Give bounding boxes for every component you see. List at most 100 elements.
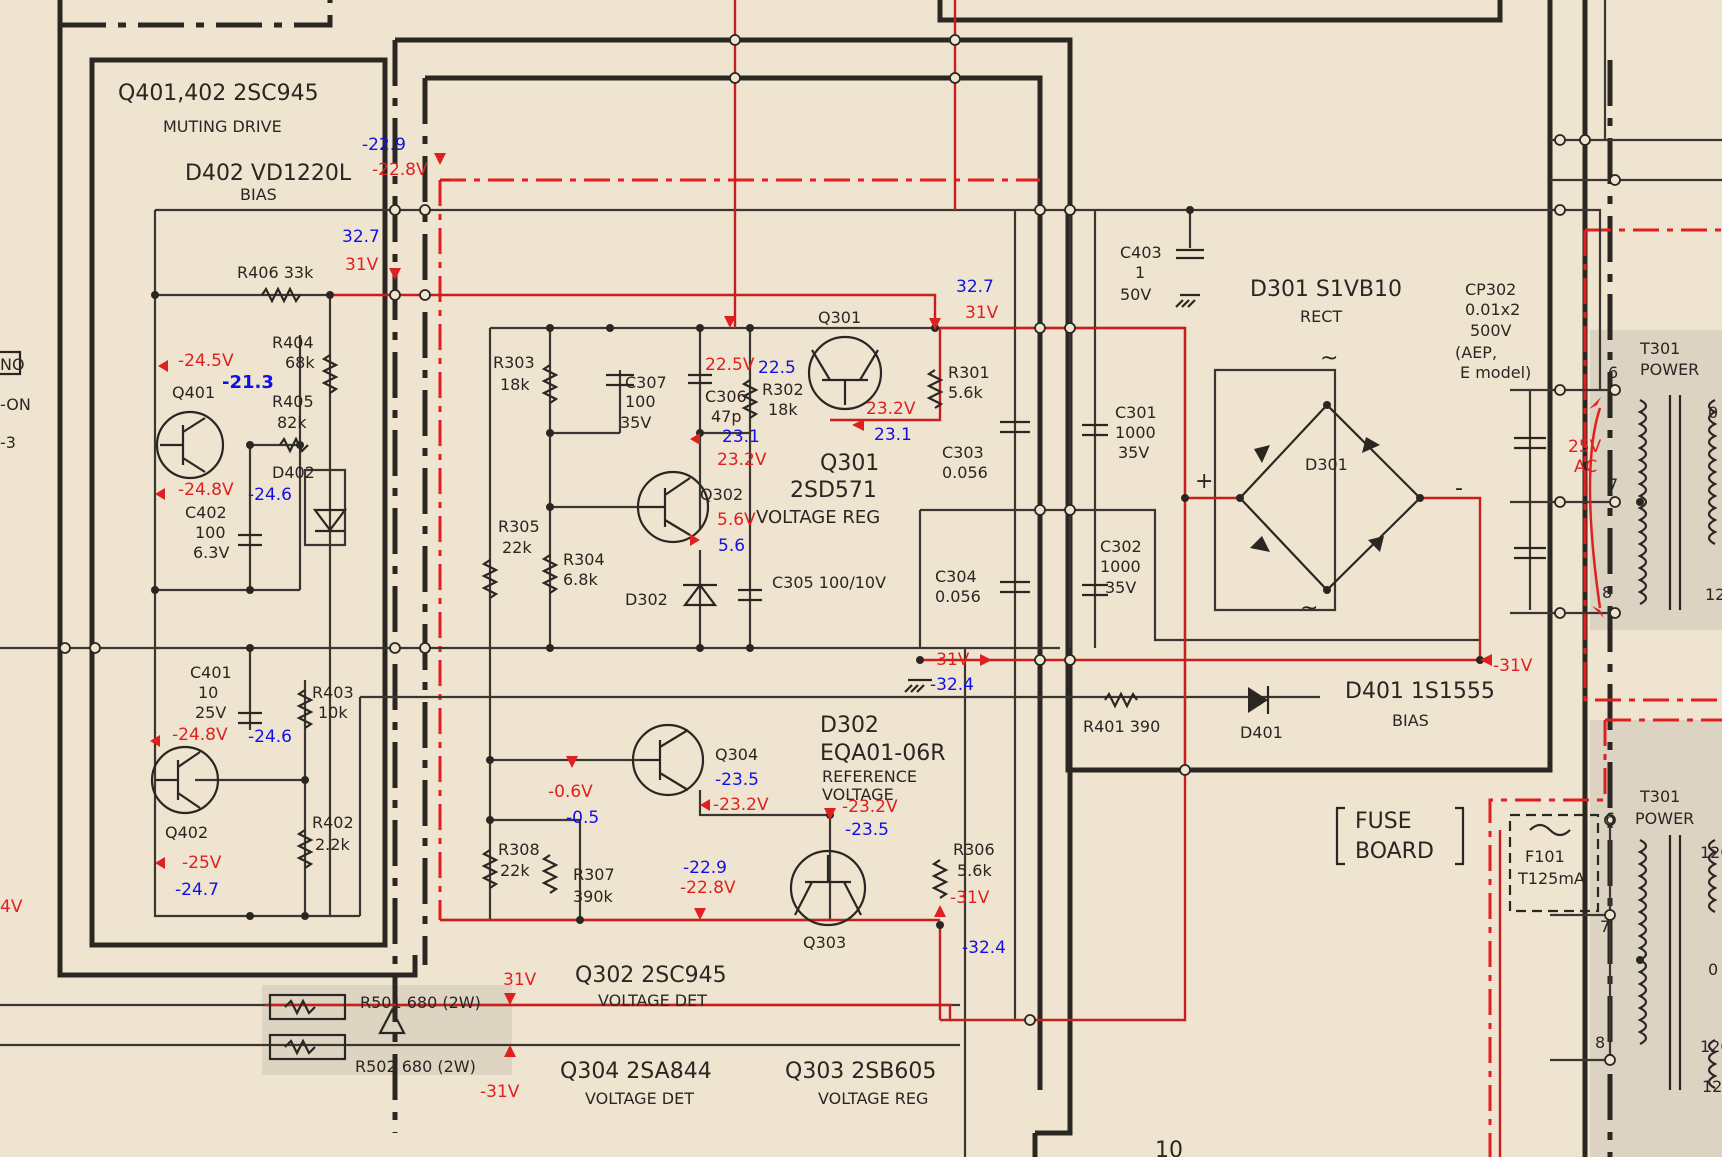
c305-symbol	[738, 588, 762, 602]
label-r502: R502 680 (2W)	[355, 1057, 476, 1076]
component-labels: R406 33k R404 68k R405 82k D402 C402 100…	[165, 243, 1618, 1076]
label-c301-b: 1000	[1115, 423, 1156, 442]
d401-title: D401 1S1555	[1345, 679, 1495, 704]
c307-symbol	[606, 373, 634, 387]
ground-symbols	[904, 293, 1200, 693]
t301-top-title: T301	[1639, 339, 1680, 358]
label-r402-b: 2.2k	[315, 835, 350, 854]
red-v1: -22.8V	[372, 160, 428, 180]
red-v14: -0.6V	[548, 782, 593, 802]
label-r301-b: 5.6k	[948, 383, 983, 402]
label-c403-c: 50V	[1120, 285, 1151, 304]
label-pin6b: 6	[1605, 809, 1615, 828]
q303-title: Q303 2SB605	[785, 1059, 936, 1084]
edge-no: NO	[0, 355, 25, 374]
c304-symbol	[1000, 580, 1030, 594]
label-ac-top: ~	[1320, 346, 1338, 371]
r301-symbol	[926, 369, 944, 409]
blue-b15: -23.5	[845, 820, 889, 840]
d301-bridge	[1238, 403, 1422, 592]
label-r404-b: 68k	[285, 353, 315, 372]
red-voltage-readings: -22.8V 31V -24.5V -24.8V -24.8V -25V 22.…	[172, 160, 1533, 1102]
label-q302: Q302	[700, 485, 743, 504]
label-r307-a: R307	[573, 865, 615, 884]
label-r406: R406 33k	[237, 263, 314, 282]
r308-symbol	[481, 849, 499, 889]
label-r405-a: R405	[272, 392, 314, 411]
red-v10: 5.6V	[717, 510, 756, 530]
label-q301: Q301	[818, 308, 861, 327]
label-r304-a: R304	[563, 550, 605, 569]
label-c403-b: 1	[1135, 263, 1145, 282]
label-c307-a: C307	[625, 373, 667, 392]
q401-transistor	[155, 410, 225, 480]
label-c304-a: C304	[935, 567, 977, 586]
label-r306-a: R306	[953, 840, 995, 859]
r501-r502-boxes	[268, 993, 406, 1061]
label-c303-b: 0.056	[942, 463, 988, 482]
label-r501: R501 680 (2W)	[360, 993, 481, 1012]
red-v15: -23.2V	[713, 795, 769, 815]
r306-symbol	[931, 859, 949, 899]
red-v20: -31V	[480, 1082, 520, 1102]
d301-title: D301 S1VB10	[1250, 277, 1402, 302]
d302-symbol	[682, 583, 718, 607]
r304-symbol	[541, 554, 559, 594]
t301-bottom-title: T301	[1639, 787, 1680, 806]
r305-symbol	[481, 559, 499, 599]
c303-symbol	[1000, 420, 1030, 434]
label-c304-b: 0.056	[935, 587, 981, 606]
cp302a-symbol	[1514, 436, 1546, 450]
label-c307-b: 100	[625, 392, 656, 411]
label-r307-b: 390k	[573, 887, 614, 906]
label-cp302-b: 0.01x2	[1465, 300, 1520, 319]
muting-subtitle: MUTING DRIVE	[163, 117, 282, 136]
label-c401-a: C401	[190, 663, 232, 682]
label-cp302-e: E model)	[1460, 363, 1531, 382]
wiring-red	[265, 0, 1502, 1157]
label-r401: R401 390	[1083, 717, 1160, 736]
label-c301-c: 35V	[1118, 443, 1149, 462]
label-c402-a: C402	[185, 503, 227, 522]
red-v7: 22.5V	[705, 355, 755, 375]
label-c305: C305 100/10V	[772, 573, 886, 592]
blue-b5: -24.6	[248, 727, 292, 747]
label-r402-a: R402	[312, 813, 354, 832]
label-r308-b: 22k	[500, 861, 530, 880]
label-c306-a: C306	[705, 387, 747, 406]
label-c403-a: C403	[1120, 243, 1162, 262]
q304-title: Q304 2SA844	[560, 1059, 712, 1084]
r406-symbol	[261, 286, 301, 304]
label-25v: 25V	[1568, 437, 1602, 457]
label-f101-a: F101	[1525, 847, 1565, 866]
blue-b12: -32.4	[930, 675, 974, 695]
label-d401: D401	[1240, 723, 1283, 742]
blue-b3: -21.3	[222, 372, 274, 393]
red-v18: -31V	[950, 888, 990, 908]
blue-b9: 23.1	[874, 425, 912, 445]
label-r302-a: R302	[762, 380, 804, 399]
edge-4v: 4V	[0, 897, 23, 917]
q304-transistor	[631, 723, 705, 797]
label-r303-b: 18k	[500, 375, 530, 394]
q301-transistor	[807, 335, 883, 411]
edge-12b: 12	[1702, 1077, 1722, 1096]
q304-function: VOLTAGE DET	[585, 1089, 694, 1108]
label-ac: AC	[1574, 457, 1597, 477]
label-c302-b: 1000	[1100, 557, 1141, 576]
connector-nodes	[59, 34, 1621, 1066]
label-pin6a: 6	[1608, 363, 1618, 382]
q302-title: Q302 2SC945	[575, 963, 727, 988]
q301-title: Q301	[820, 451, 879, 476]
fuse-board-box	[1335, 806, 1600, 913]
label-pin8a: 8	[1602, 583, 1612, 602]
blue-b10: 32.7	[956, 277, 994, 297]
edge-120: 120	[1700, 843, 1722, 862]
t301-bottom-function: POWER	[1635, 809, 1694, 828]
c403-symbol	[1176, 248, 1204, 260]
d302-part: EQA01-06R	[820, 741, 945, 766]
red-v4: -24.8V	[178, 480, 234, 500]
red-dashed-outlines	[438, 178, 1722, 1157]
q301-function: VOLTAGE REG	[756, 507, 880, 528]
